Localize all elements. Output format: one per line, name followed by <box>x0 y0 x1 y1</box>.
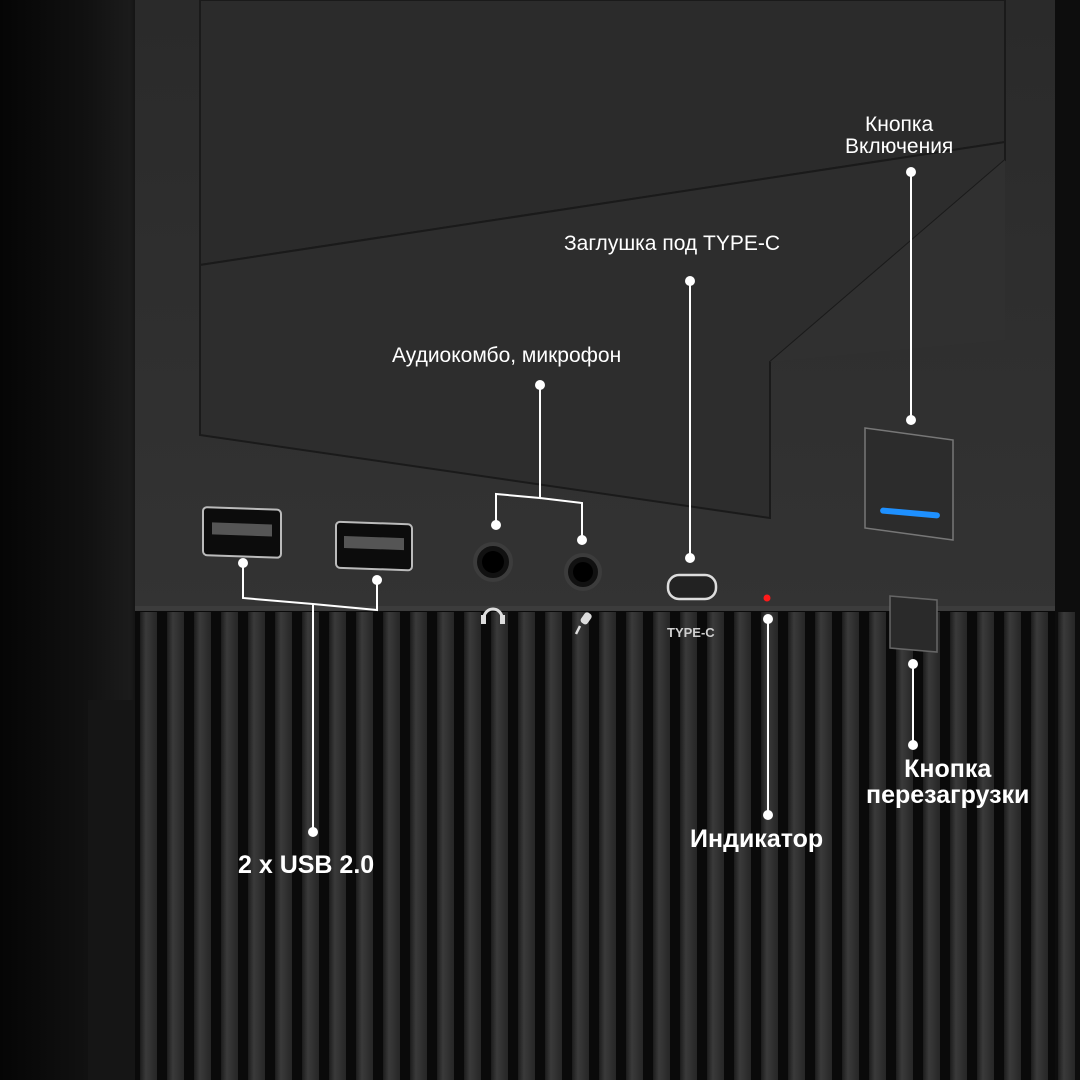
callout-dots <box>238 167 918 837</box>
fin <box>167 612 184 1080</box>
callout-usb: 2 x USB 2.0 <box>238 851 375 879</box>
callout-reset-button: Кнопка перезагрузки <box>866 756 1029 809</box>
fin <box>977 612 994 1080</box>
power-button <box>864 427 954 541</box>
fin <box>572 612 589 1080</box>
fin <box>842 612 859 1080</box>
fin <box>1004 612 1021 1080</box>
fin <box>761 612 778 1080</box>
fin <box>410 612 427 1080</box>
callout-type-c-cover: Заглушка под TYPE-C <box>564 232 781 255</box>
usb-port-2 <box>335 520 413 572</box>
fin <box>734 612 751 1080</box>
microphone-icon <box>574 612 592 635</box>
fin <box>680 612 697 1080</box>
fin <box>302 612 319 1080</box>
callout-indicator: Индикатор <box>690 825 824 853</box>
fin <box>869 612 886 1080</box>
fin <box>896 612 913 1080</box>
type-c-port-label: TYPE-C <box>667 625 715 640</box>
fin <box>707 612 724 1080</box>
fin <box>815 612 832 1080</box>
callout-reset-button-line2: перезагрузки <box>866 781 1030 810</box>
callout-power-button-line1: Кнопка <box>865 113 934 136</box>
headphone-jack <box>473 542 513 582</box>
callout-reset-button-line1: Кнопка <box>904 755 992 783</box>
fin <box>275 612 292 1080</box>
fin <box>923 612 940 1080</box>
case-side <box>88 700 138 1080</box>
indicator-led <box>763 594 771 602</box>
fin <box>545 612 562 1080</box>
fin <box>248 612 265 1080</box>
fin <box>464 612 481 1080</box>
fin <box>518 612 535 1080</box>
fin <box>383 612 400 1080</box>
microphone-jack <box>564 553 602 591</box>
callout-audio-combo: Аудиокомбо, микрофон <box>392 344 622 367</box>
usb-port-1 <box>202 506 282 559</box>
fin <box>491 612 508 1080</box>
callout-power-button-line2: Включения <box>845 135 954 159</box>
callout-power-button: Кнопка Включения <box>845 113 954 159</box>
fin <box>1058 612 1075 1080</box>
fin <box>437 612 454 1080</box>
fin <box>329 612 346 1080</box>
fin <box>221 612 238 1080</box>
fin <box>356 612 373 1080</box>
fin <box>653 612 670 1080</box>
fin <box>140 612 157 1080</box>
fin <box>599 612 616 1080</box>
fin <box>626 612 643 1080</box>
fin <box>194 612 211 1080</box>
callout-lines <box>242 172 914 832</box>
headphones-icon <box>481 607 505 624</box>
reset-button <box>889 595 938 653</box>
type-c-port <box>666 573 718 601</box>
fin <box>788 612 805 1080</box>
fin <box>1031 612 1048 1080</box>
fin <box>950 612 967 1080</box>
ventilation-fins <box>135 606 1075 1080</box>
